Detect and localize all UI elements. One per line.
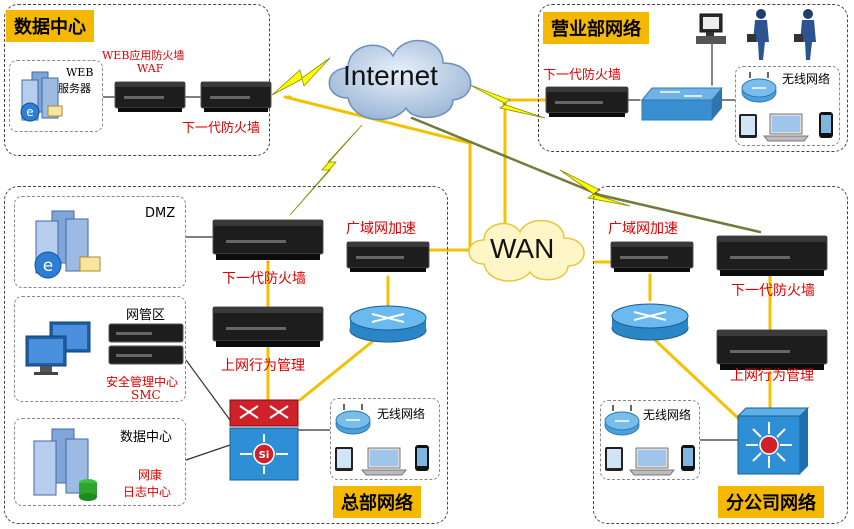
monitor-icon: [22, 320, 102, 376]
region-datacenter: [4, 4, 270, 156]
svg-text:e: e: [26, 105, 33, 119]
web-server-icon: e: [14, 66, 66, 128]
log-center-label-line1: 网康: [138, 468, 163, 482]
laptop-icon: [628, 446, 676, 476]
laptop-icon: [360, 446, 408, 476]
branch-ngfw-label: 下一代防火墙: [731, 283, 815, 299]
user-icon: [792, 8, 822, 62]
dmz-label: DMZ: [145, 206, 176, 221]
region-sales-title: 营业部网络: [543, 12, 649, 44]
smc-appliance[interactable]: [108, 322, 184, 368]
region-sales: [538, 4, 848, 152]
sales-ngfw-label: 下一代防火墙: [543, 68, 622, 83]
region-branch-title: 分公司网络: [718, 486, 824, 518]
branch-core-switch[interactable]: [736, 406, 810, 476]
lightning-dc: [271, 57, 331, 96]
branch-wireless-label: 无线网络: [643, 408, 692, 422]
wireless-router-icon: [740, 70, 778, 104]
hq-wireless-label: 无线网络: [377, 407, 426, 421]
lightning-hq: [289, 124, 363, 216]
branch-router[interactable]: [610, 300, 690, 342]
waf-label-line1: WEB应用防火墙: [102, 49, 185, 62]
wan-label: WAN: [490, 233, 555, 264]
datacenter-ngfw-label: 下一代防火墙: [182, 121, 261, 136]
hq-ngfw-label: 下一代防火墙: [222, 271, 306, 287]
wan-cloud-icon: [460, 212, 596, 284]
smartphone-icon: [680, 444, 696, 472]
wireless-router-icon: [603, 403, 641, 437]
sales-switch[interactable]: [640, 86, 724, 124]
hq-wan-accel-label: 广域网加速: [346, 221, 416, 237]
hq-ngfw[interactable]: [212, 216, 324, 262]
dmz-server-icon: e: [22, 205, 104, 283]
sales-ngfw[interactable]: [545, 83, 629, 119]
log-server-icon: [22, 425, 102, 501]
log-center-label-line2: 日志中心: [123, 485, 172, 499]
branch-wan-accel[interactable]: [610, 238, 694, 276]
datacenter-ngfw[interactable]: [200, 78, 272, 114]
region-hq-title: 总部网络: [333, 486, 421, 518]
region-datacenter-title: 数据中心: [6, 10, 94, 42]
internet-cloud-icon: [318, 28, 486, 128]
smc-label-line2: SMC: [131, 388, 161, 402]
region-hq: [4, 186, 448, 524]
tablet-icon: [334, 446, 354, 472]
lightning-sales: [469, 84, 546, 119]
laptop-icon: [762, 112, 810, 142]
link-branch-router-to-core: [653, 338, 742, 422]
link-hq-router-to-core: [298, 335, 380, 402]
sales-wireless-label: 无线网络: [782, 72, 831, 86]
region-branch: [593, 186, 848, 524]
hq-datacenter-label: 数据中心: [120, 430, 173, 445]
hq-behavior-label: 上网行为管理: [221, 358, 305, 374]
mgmt-zone-label: 网管区: [126, 308, 166, 323]
branch-behavior-label: 上网行为管理: [730, 368, 814, 384]
web-server-label-line2: 服务器: [58, 82, 91, 95]
waf-appliance[interactable]: [114, 78, 186, 114]
smartphone-icon: [818, 111, 834, 139]
branch-wan-accel-label: 广域网加速: [608, 221, 678, 237]
hq-router[interactable]: [348, 302, 428, 344]
smartphone-icon: [414, 444, 430, 472]
hq-behavior-appliance[interactable]: [212, 303, 324, 349]
hq-wan-accel[interactable]: [346, 238, 430, 276]
smc-label-line1: 安全管理中心: [106, 375, 179, 389]
svg-text:Si: Si: [259, 450, 270, 461]
wireless-router-icon: [334, 402, 372, 436]
web-server-label-line1: WEB: [66, 66, 94, 79]
branch-behavior-appliance[interactable]: [716, 326, 828, 372]
desktop-pc-icon: [692, 12, 728, 52]
hq-core-switch[interactable]: Si: [228, 398, 300, 484]
waf-label-line2: WAF: [137, 62, 164, 75]
tablet-icon: [604, 446, 624, 472]
branch-ngfw[interactable]: [716, 232, 828, 278]
internet-label: Internet: [343, 60, 438, 91]
user-icon: [745, 8, 775, 62]
tablet-icon: [738, 113, 758, 139]
svg-text:e: e: [43, 256, 53, 276]
